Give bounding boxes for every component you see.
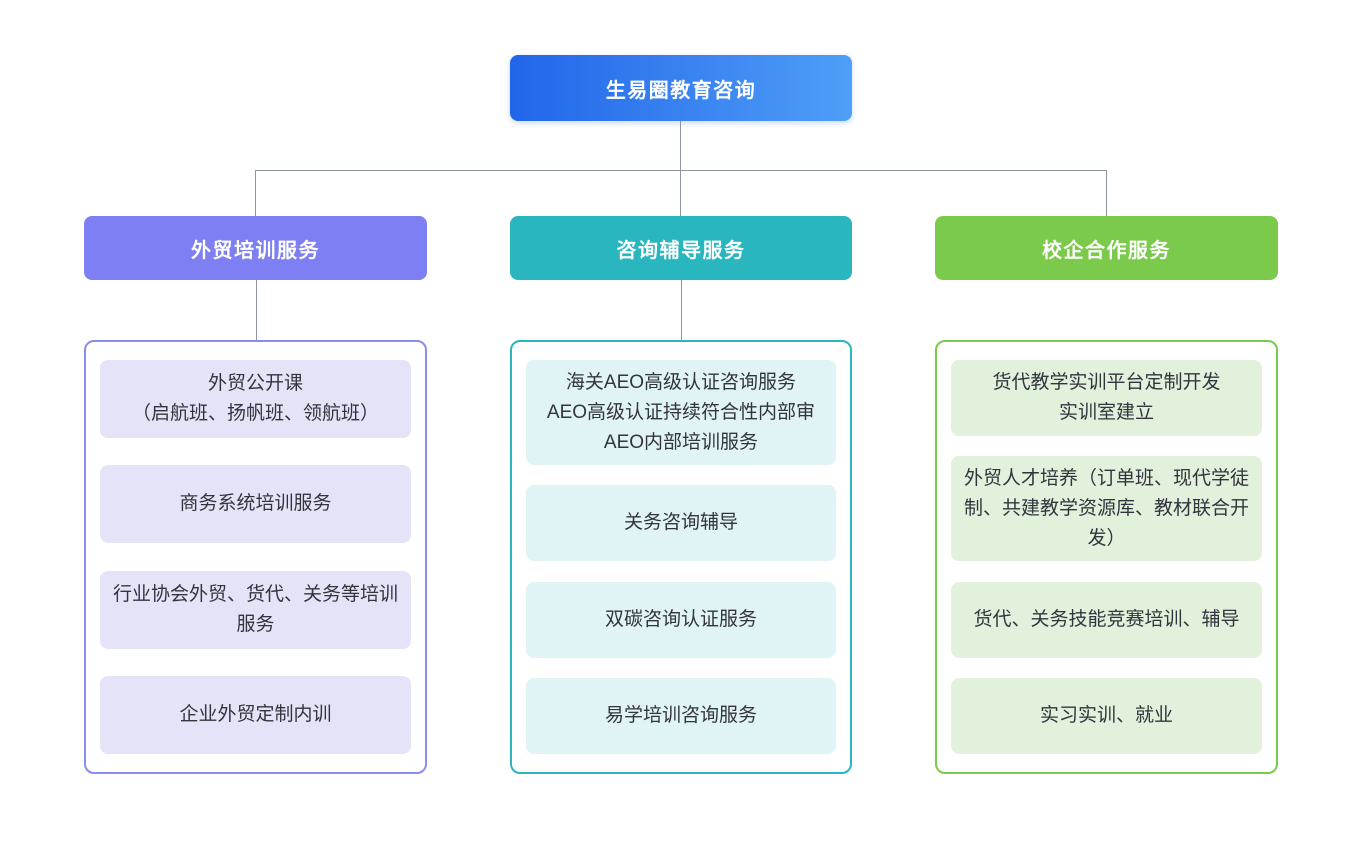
service-item-text: 货代教学实训平台定制开发 实训室建立 bbox=[992, 372, 1221, 423]
branch-header-label: 校企合作服务 bbox=[1042, 239, 1171, 262]
service-item: 关务咨询辅导 bbox=[526, 485, 836, 562]
service-item: 货代教学实训平台定制开发 实训室建立 bbox=[951, 360, 1262, 436]
service-item-text: 易学培训咨询服务 bbox=[604, 704, 757, 726]
branch-container: 货代教学实训平台定制开发 实训室建立 外贸人才培养（订单班、现代学徒制、共建教学… bbox=[935, 340, 1278, 774]
service-item-text: 外贸公开课 （启航班、扬帆班、领航班） bbox=[131, 373, 379, 424]
service-item: 外贸公开课 （启航班、扬帆班、领航班） bbox=[100, 360, 411, 438]
service-item-text: 外贸人才培养（订单班、现代学徒制、共建教学资源库、教材联合开发） bbox=[963, 467, 1249, 549]
branch-header-label: 咨询辅导服务 bbox=[616, 239, 746, 262]
branch-header: 咨询辅导服务 bbox=[510, 216, 852, 280]
service-item: 行业协会外贸、货代、关务等培训服务 bbox=[100, 570, 411, 649]
branch-column-school-enterprise: 校企合作服务 货代教学实训平台定制开发 实训室建立 外贸人才培养（订单班、现代学… bbox=[935, 216, 1278, 776]
service-item: 双碳咨询认证服务 bbox=[526, 581, 836, 658]
service-item: 企业外贸定制内训 bbox=[100, 675, 411, 754]
branch-header-label: 外贸培训服务 bbox=[191, 239, 320, 262]
connector-header-to-box bbox=[255, 280, 257, 340]
connector-header-to-box bbox=[681, 280, 682, 340]
service-item-text: 企业外贸定制内训 bbox=[179, 703, 332, 725]
branch-container: 外贸公开课 （启航班、扬帆班、领航班） 商务系统培训服务 行业协会外贸、货代、关… bbox=[84, 340, 427, 774]
root-label: 生易圈教育咨询 bbox=[605, 79, 757, 102]
service-item-text: 行业协会外贸、货代、关务等培训服务 bbox=[112, 583, 398, 635]
branch-header: 校企合作服务 bbox=[935, 216, 1278, 280]
branch-column-consulting: 咨询辅导服务 海关AEO高级认证咨询服务 AEO高级认证持续符合性内部审 AEO… bbox=[510, 216, 852, 776]
service-item-text: 货代、关务技能竞赛培训、辅导 bbox=[973, 608, 1240, 630]
service-item: 货代、关务技能竞赛培训、辅导 bbox=[951, 581, 1262, 658]
service-item: 海关AEO高级认证咨询服务 AEO高级认证持续符合性内部审 AEO内部培训服务 bbox=[526, 360, 836, 465]
service-item: 易学培训咨询服务 bbox=[526, 677, 836, 754]
service-item-text: 实习实训、就业 bbox=[1039, 704, 1173, 726]
service-item: 商务系统培训服务 bbox=[100, 465, 411, 544]
connector-drop-right bbox=[1106, 170, 1107, 216]
connector-root-stem bbox=[680, 121, 681, 216]
branch-container: 海关AEO高级认证咨询服务 AEO高级认证持续符合性内部审 AEO内部培训服务 … bbox=[510, 340, 852, 774]
root-node: 生易圈教育咨询 bbox=[510, 55, 852, 121]
service-item-text: 海关AEO高级认证咨询服务 AEO高级认证持续符合性内部审 AEO内部培训服务 bbox=[546, 371, 816, 453]
service-item-text: 关务咨询辅导 bbox=[623, 512, 738, 534]
service-item-text: 双碳咨询认证服务 bbox=[604, 608, 757, 630]
service-item: 实习实训、就业 bbox=[951, 677, 1262, 754]
connector-drop-left bbox=[255, 170, 256, 216]
connector-branch-bar bbox=[255, 170, 1107, 171]
branch-column-trade-training: 外贸培训服务 外贸公开课 （启航班、扬帆班、领航班） 商务系统培训服务 行业协会… bbox=[84, 216, 427, 776]
service-item: 外贸人才培养（订单班、现代学徒制、共建教学资源库、教材联合开发） bbox=[951, 456, 1262, 562]
service-item-text: 商务系统培训服务 bbox=[179, 493, 332, 515]
branch-header: 外贸培训服务 bbox=[84, 216, 427, 280]
